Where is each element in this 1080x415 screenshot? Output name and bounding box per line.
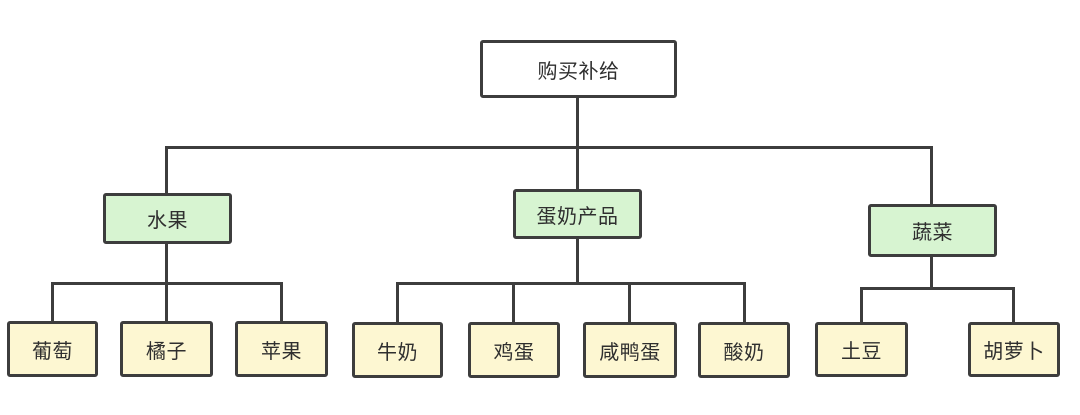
connector-drop-grape [51, 282, 54, 321]
connector-drop-apple [280, 282, 283, 321]
node-leaf-potato: 土豆 [815, 322, 908, 377]
node-label: 鸡蛋 [493, 339, 535, 364]
node-leaf-milk: 牛奶 [352, 322, 443, 378]
node-label: 土豆 [841, 339, 882, 363]
node-label: 水果 [147, 208, 188, 232]
connector-drop-milk [396, 282, 399, 322]
connector-drop-salted-duck-egg [628, 282, 631, 322]
connector-drop-carrot [1012, 287, 1015, 322]
node-label: 胡萝卜 [983, 339, 1045, 363]
connector-drop-egg [512, 282, 515, 322]
connector-rail-level1 [165, 146, 933, 149]
node-label: 苹果 [261, 338, 302, 363]
node-label: 购买补给 [537, 58, 620, 83]
connector-drop-yogurt [743, 282, 746, 322]
node-label: 牛奶 [377, 339, 418, 364]
node-label: 橘子 [146, 338, 187, 363]
node-branch-vegetable: 蔬菜 [868, 204, 997, 257]
node-label: 咸鸭蛋 [599, 339, 661, 364]
node-label: 蛋奶产品 [536, 203, 619, 228]
node-leaf-carrot: 胡萝卜 [968, 322, 1060, 377]
connector-line-fruit-down [165, 244, 168, 285]
connector-rail-vegetable [860, 287, 1015, 290]
node-root-buy-supplies: 购买补给 [480, 40, 677, 98]
connector-rail-dairy [396, 282, 746, 285]
connector-drop-fruit [165, 146, 168, 193]
node-leaf-yogurt: 酸奶 [698, 322, 790, 378]
connector-drop-vegetable [930, 146, 933, 204]
node-leaf-grape: 葡萄 [7, 321, 98, 377]
node-leaf-orange: 橘子 [120, 321, 213, 377]
node-label: 葡萄 [32, 338, 73, 363]
node-branch-fruit: 水果 [103, 193, 232, 244]
connector-line-dairy-down [576, 239, 579, 285]
node-label: 酸奶 [723, 339, 765, 364]
connector-drop-orange [165, 282, 168, 321]
connector-drop-potato [860, 287, 863, 322]
node-leaf-egg: 鸡蛋 [468, 322, 560, 378]
node-branch-dairy: 蛋奶产品 [513, 189, 642, 239]
connector-line-root-to-dairy [576, 98, 579, 189]
node-label: 蔬菜 [912, 220, 953, 244]
node-leaf-apple: 苹果 [235, 321, 328, 377]
node-leaf-salted-duck-egg: 咸鸭蛋 [583, 322, 677, 378]
connector-line-vegetable-down [930, 257, 933, 290]
